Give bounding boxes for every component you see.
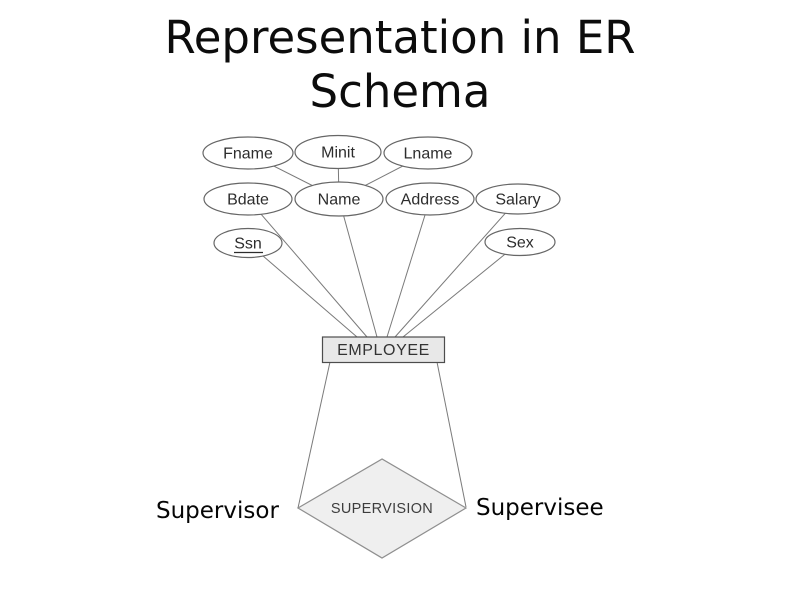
entity-employee: EMPLOYEE <box>321 336 446 364</box>
title-line-2: Schema <box>309 65 491 118</box>
address-oval-shape <box>385 182 475 216</box>
employee-rect-shape <box>321 336 446 364</box>
line-employee-supervision-right <box>436 361 467 508</box>
attribute-oval-sex: Sex <box>484 227 556 257</box>
attribute-label-minit: Minit <box>321 145 355 162</box>
minit-oval-shape <box>294 134 382 170</box>
connector-lines <box>247 151 521 509</box>
attribute-oval-salary: Salary <box>475 183 561 215</box>
relationship-label-supervision: SUPERVISION <box>331 501 433 517</box>
attribute-label-address: Address <box>401 192 460 209</box>
bdate-oval-shape <box>203 182 293 216</box>
sex-oval-shape <box>484 227 556 257</box>
role-label-supervisee: Supervisee <box>476 495 604 521</box>
slide-title: Representation in ER Schema <box>0 11 800 119</box>
attribute-label-bdate: Bdate <box>227 192 269 209</box>
attribute-oval-address: Address <box>385 182 475 216</box>
attribute-oval-lname: Lname <box>383 136 473 170</box>
attribute-oval-name: Name <box>294 181 384 217</box>
salary-oval-shape <box>475 183 561 215</box>
line-bdate-employee <box>247 198 368 338</box>
title-line-1: Representation in ER <box>164 11 636 64</box>
line-sex-employee <box>402 241 521 338</box>
attribute-label-fname: Fname <box>223 146 273 163</box>
ssn-oval-shape <box>213 227 283 259</box>
attribute-label-salary: Salary <box>495 192 540 209</box>
line-name-employee <box>338 198 378 338</box>
role-label-supervisor: Supervisor <box>156 498 279 524</box>
attribute-oval-bdate: Bdate <box>203 182 293 216</box>
attribute-oval-minit: Minit <box>294 134 382 170</box>
relationship-supervision: SUPERVISION <box>296 458 468 559</box>
name-oval-shape <box>294 181 384 217</box>
lname-oval-shape <box>383 136 473 170</box>
fname-oval-shape <box>202 136 294 170</box>
attribute-oval-ssn-key: Ssn <box>213 227 283 259</box>
supervision-diamond-shape <box>296 458 468 559</box>
attribute-label-sex: Sex <box>506 235 534 252</box>
entity-label-employee: EMPLOYEE <box>337 342 430 359</box>
attribute-oval-fname: Fname <box>202 136 294 170</box>
attribute-label-lname: Lname <box>404 146 453 163</box>
line-address-employee <box>386 198 431 338</box>
attribute-label-ssn: Ssn <box>234 236 262 253</box>
line-employee-supervision-left <box>297 361 331 509</box>
attribute-label-name: Name <box>318 192 361 209</box>
line-ssn-employee <box>247 242 358 338</box>
line-salary-employee <box>394 198 519 338</box>
